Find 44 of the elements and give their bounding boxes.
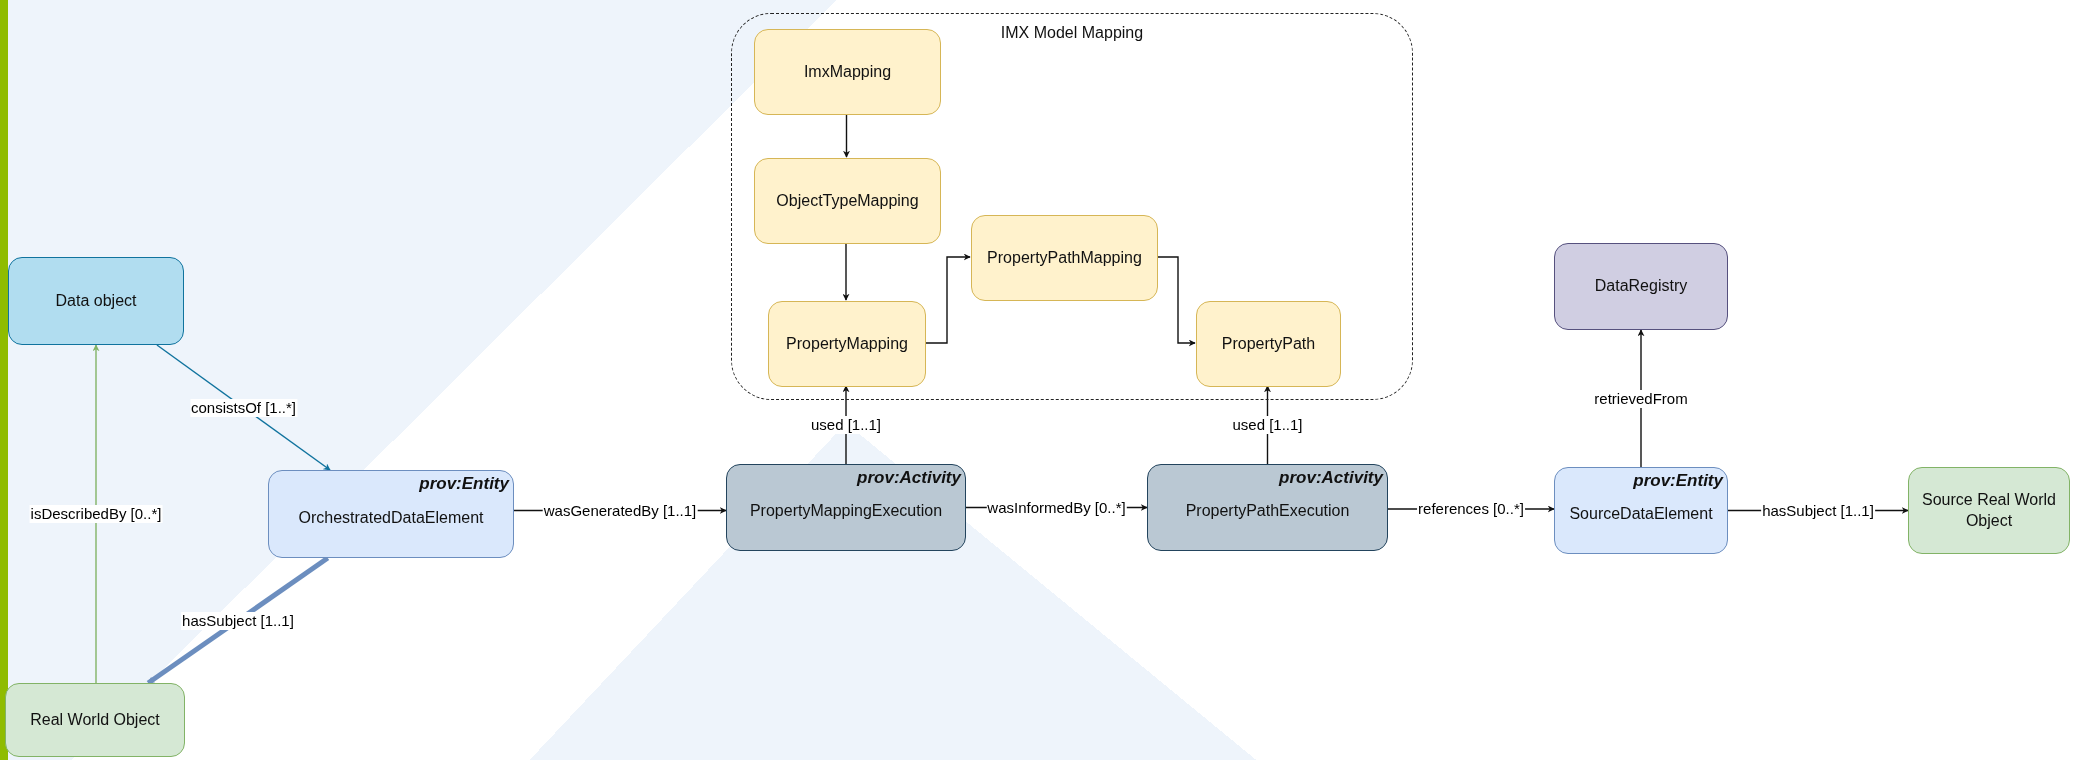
- edge-label: used [1..1]: [809, 416, 883, 434]
- group-title: IMX Model Mapping: [1000, 24, 1144, 42]
- class-box: [726, 464, 966, 551]
- dashed-group-frame: [731, 13, 1413, 400]
- class-name: OrchestratedDataElement: [297, 507, 485, 528]
- class-name: PropertyPathExecution: [1184, 501, 1351, 522]
- class-name: DataRegistry: [1593, 276, 1689, 297]
- edge-label: hasSubject [1..1]: [181, 611, 295, 630]
- class-name: PropertyMappingExecution: [748, 501, 944, 522]
- class-name: ImxMapping: [802, 61, 893, 82]
- class-name: Real World Object: [29, 709, 161, 730]
- class-box: [768, 301, 926, 387]
- class-name: PropertyMapping: [785, 333, 909, 354]
- stereotype-label: prov:Entity: [419, 474, 509, 494]
- class-name: Source Real World Object: [1921, 489, 2057, 531]
- arrow: [92, 344, 100, 684]
- class-box: [1196, 301, 1341, 387]
- stereotype-label: prov:Activity: [1279, 468, 1383, 488]
- class-box: [268, 470, 514, 558]
- class-name: ObjectTypeMapping: [775, 190, 920, 211]
- class-box: [1908, 467, 2070, 554]
- class-box: [971, 215, 1158, 301]
- edge-label: consistsOf [1..*]: [190, 398, 297, 417]
- class-box: [754, 158, 941, 244]
- arrow: [1156, 256, 1196, 347]
- arrow: [843, 113, 850, 158]
- edge-label: retrievedFrom: [1593, 389, 1689, 408]
- class-name: PropertyPath: [1220, 333, 1317, 354]
- class-box: [1147, 464, 1388, 551]
- class-box: [1554, 243, 1728, 330]
- class-name: PropertyPathMapping: [986, 247, 1143, 268]
- edge-label: references [0..*]: [1417, 500, 1525, 518]
- edge-label: used [1..1]: [1231, 416, 1304, 434]
- class-box: [8, 257, 184, 345]
- arrow: [924, 253, 971, 344]
- class-box: [754, 29, 941, 115]
- stereotype-label: prov:Entity: [1633, 471, 1723, 491]
- class-name: Data object: [54, 290, 138, 311]
- arrow: [842, 242, 850, 301]
- class-box: [5, 683, 185, 757]
- edge-label: isDescribedBy [0..*]: [29, 505, 163, 523]
- stereotype-label: prov:Activity: [857, 468, 961, 488]
- class-name: SourceDataElement: [1568, 504, 1714, 525]
- class-box: [1554, 467, 1728, 554]
